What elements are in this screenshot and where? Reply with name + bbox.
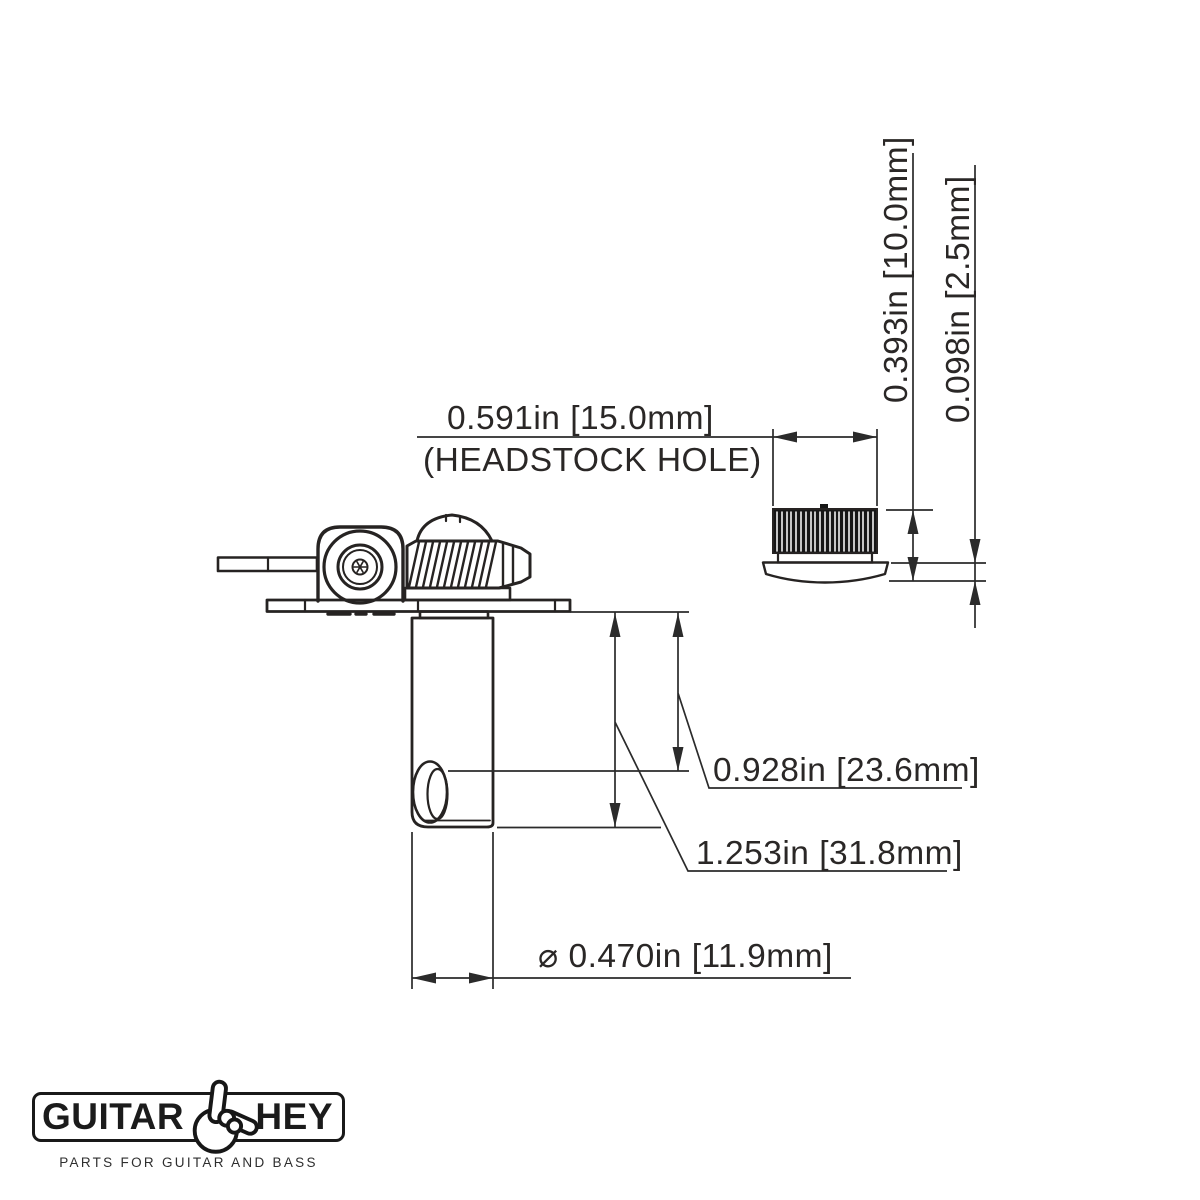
bushing-flange [761, 561, 890, 584]
dim-bushing-height-value: 0.393in [10.0mm] [878, 136, 915, 403]
dim-headstock-hole-caption: (HEADSTOCK HOLE) [423, 442, 762, 479]
dim-arrowheads [773, 431, 877, 443]
dim-arrowheads [969, 539, 981, 605]
dim-post-length: 1.253in [31.8mm] [497, 612, 963, 872]
string-post [410, 610, 495, 829]
mounting-plate [265, 598, 572, 616]
dimension-annotations: 0.591in [15.0mm] (HEADSTOCK HOLE) 0.393i… [411, 136, 986, 989]
bushing-side-view [761, 504, 890, 584]
dim-arrowheads [412, 972, 493, 984]
bushing-knurl [772, 504, 878, 554]
dim-flange-height-value: 0.098in [2.5mm] [940, 175, 977, 423]
gear-base [403, 586, 512, 602]
gear-screw-dome [415, 513, 494, 543]
dim-arrowheads [609, 613, 621, 827]
dim-post-diameter-value: ⌀ 0.470in [11.9mm] [538, 938, 833, 975]
logo-tagline: PARTS FOR GUITAR AND BASS [59, 1155, 318, 1170]
dim-bushing-height: 0.393in [10.0mm] [878, 136, 933, 581]
logo-text-hey: HEY [255, 1096, 333, 1137]
bushing-neck [776, 551, 874, 564]
dim-flange-height: 0.098in [2.5mm] [889, 165, 986, 628]
dim-post-diameter: ⌀ 0.470in [11.9mm] [411, 832, 851, 989]
tuner-gear-housing [316, 525, 405, 605]
dim-post-hole-height-value: 0.928in [23.6mm] [713, 752, 980, 789]
tuner-button-shaft [216, 556, 319, 573]
gear-teeth-hatch [407, 540, 515, 589]
dim-post-hole-height: 0.928in [23.6mm] [448, 612, 980, 789]
rock-hand-icon [183, 1079, 261, 1159]
logo-text-guitar: GUITAR [42, 1096, 185, 1137]
housing-screw-icon [351, 558, 369, 576]
worm-gear [403, 513, 532, 602]
tuner-side-view [216, 513, 572, 829]
dim-headstock-hole: 0.591in [15.0mm] (HEADSTOCK HOLE) [417, 400, 878, 506]
guitar-hey-logo: GUITAR HEY [32, 1092, 345, 1142]
housing-outer-circle [322, 529, 398, 605]
dim-post-length-value: 1.253in [31.8mm] [696, 835, 963, 872]
dim-headstock-hole-value: 0.591in [15.0mm] [447, 400, 714, 437]
